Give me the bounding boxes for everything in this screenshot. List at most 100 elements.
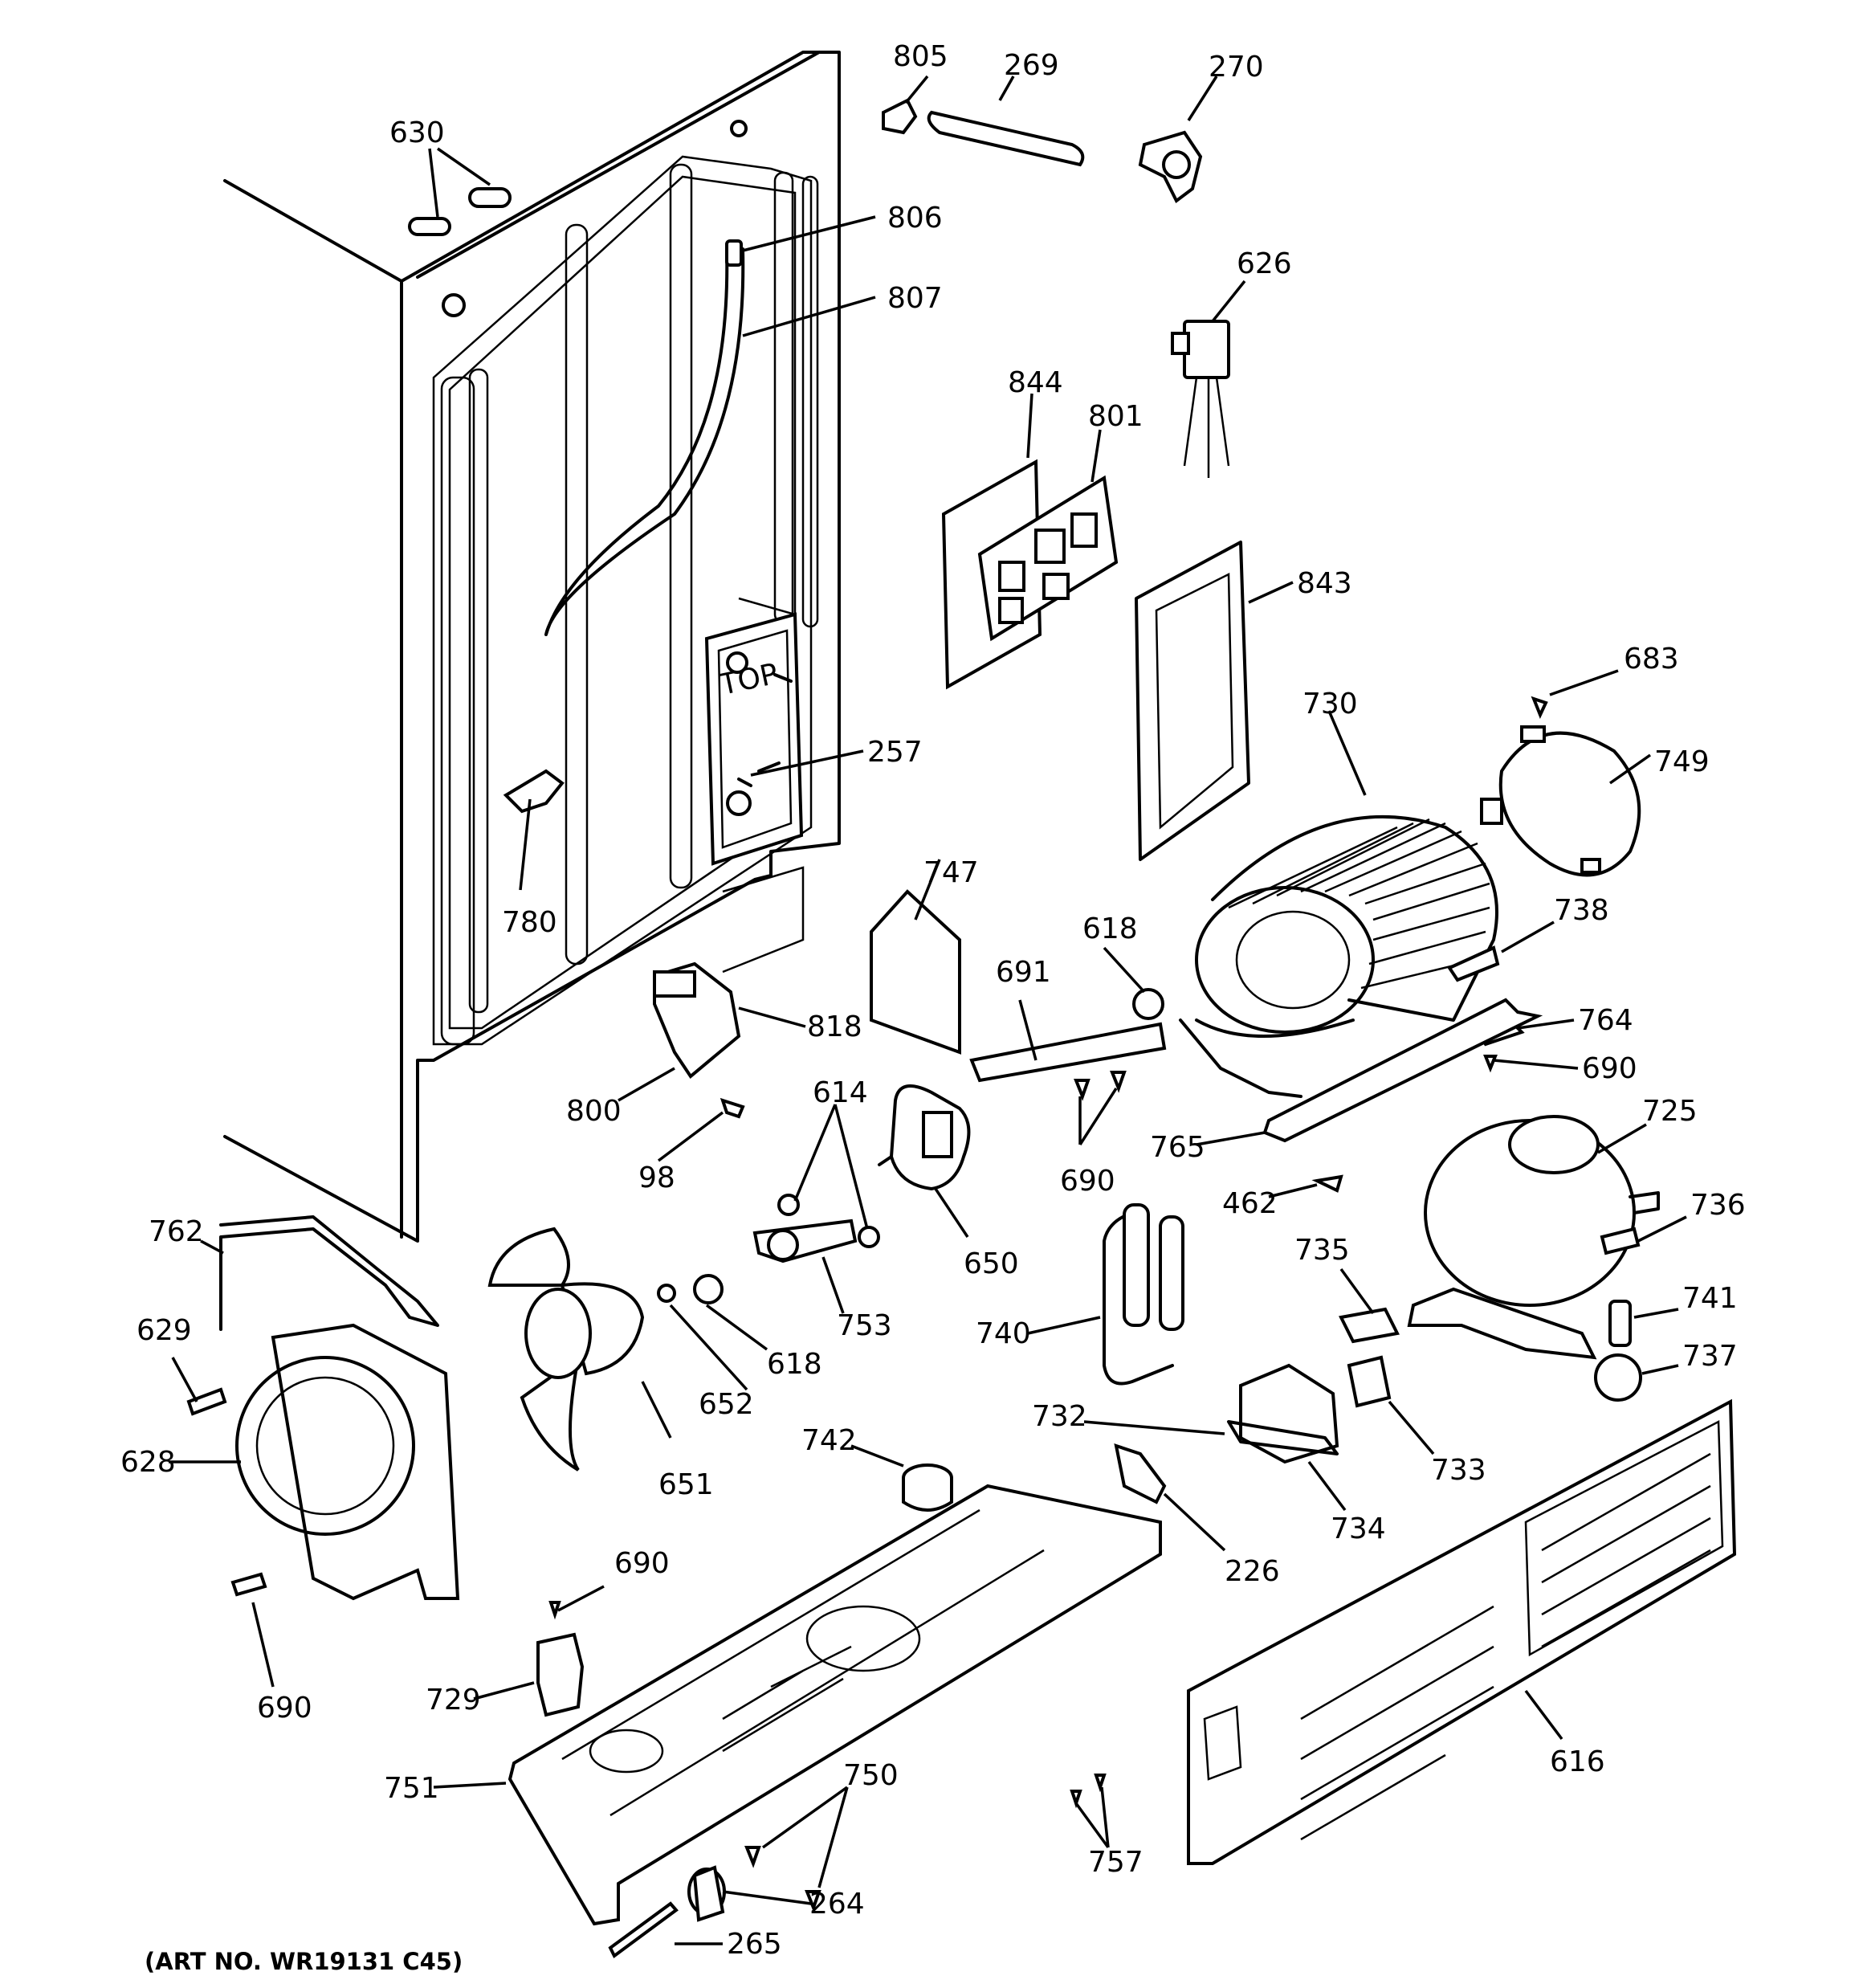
callout-98: 98 — [638, 1161, 675, 1194]
callout-805: 805 — [893, 40, 948, 73]
callout-737: 737 — [1682, 1340, 1738, 1373]
callout-labels: 805 269 270 630 806 807 626 844 801 843 … — [120, 40, 1746, 1961]
control-board-gasket — [1135, 541, 1250, 861]
callout-750: 750 — [843, 1759, 899, 1792]
callout-800: 800 — [566, 1095, 622, 1128]
condenser-end-cover — [1480, 725, 1641, 877]
screw — [548, 1601, 561, 1620]
callout-629: 629 — [137, 1314, 192, 1347]
callout-843: 843 — [1297, 567, 1352, 600]
compressor-grommet — [1594, 1353, 1642, 1402]
callout-691: 691 — [996, 956, 1051, 989]
screw — [186, 1387, 227, 1416]
callout-651: 651 — [658, 1468, 714, 1501]
callout-618: 618 — [767, 1348, 822, 1381]
callout-690: 690 — [257, 1692, 312, 1725]
screw — [1311, 1174, 1343, 1193]
callout-738: 738 — [1554, 894, 1609, 927]
screw — [1074, 1079, 1090, 1101]
control-mounting-plate: TOP — [704, 612, 804, 866]
callout-683: 683 — [1624, 643, 1679, 676]
compressor-relay-assembly — [1227, 1363, 1339, 1464]
callout-747: 747 — [923, 856, 979, 889]
callout-806: 806 — [887, 202, 943, 235]
water-tube — [544, 247, 745, 636]
foam-plug — [687, 1865, 726, 1922]
callout-753: 753 — [837, 1309, 892, 1342]
screw — [720, 1097, 745, 1119]
power-cord — [1171, 320, 1230, 478]
cabinet-plugs — [408, 187, 512, 236]
callout-614: 614 — [813, 1076, 868, 1109]
callout-269: 269 — [1004, 49, 1059, 82]
callout-690: 690 — [614, 1547, 670, 1580]
water-tube-insulation — [927, 110, 1085, 167]
grommet — [777, 1194, 800, 1216]
callout-764: 764 — [1578, 1004, 1633, 1037]
callout-749: 749 — [1654, 745, 1710, 778]
condenser-support — [1262, 998, 1543, 1143]
callout-264: 264 — [809, 1888, 865, 1921]
callout-818: 818 — [807, 1010, 862, 1043]
grommet — [858, 1226, 880, 1248]
fan-motor-bracket — [969, 1022, 1167, 1083]
callout-807: 807 — [887, 282, 943, 315]
callout-630: 630 — [389, 116, 445, 149]
grommet-sleeve — [1608, 1300, 1632, 1347]
start-relay — [1339, 1307, 1400, 1344]
callout-650: 650 — [964, 1247, 1019, 1280]
leader-lines — [169, 75, 1687, 1945]
foam-insulation-block — [870, 889, 961, 1055]
callout-844: 844 — [1008, 366, 1063, 399]
callout-729: 729 — [426, 1684, 481, 1717]
callout-690: 690 — [1060, 1165, 1115, 1198]
wire-tie — [608, 1901, 679, 1959]
wire-clip — [503, 769, 565, 814]
callout-690: 690 — [1582, 1052, 1637, 1085]
callout-652: 652 — [699, 1388, 754, 1421]
condenser-bracket — [1447, 945, 1500, 982]
callout-733: 733 — [1431, 1454, 1486, 1487]
condenser-coil — [1179, 814, 1498, 1098]
callout-265: 265 — [727, 1928, 782, 1961]
callout-626: 626 — [1237, 247, 1292, 280]
callout-618: 618 — [1082, 912, 1138, 945]
fan-shroud — [235, 1323, 460, 1601]
callout-736: 736 — [1690, 1189, 1746, 1222]
callout-780: 780 — [502, 906, 557, 939]
overload-protector — [1347, 1355, 1392, 1408]
screw — [1110, 1071, 1127, 1093]
bracket-ring — [767, 1229, 799, 1261]
condenser-fan-blade — [487, 1227, 645, 1472]
condenser-fan-motor — [878, 1084, 971, 1191]
compressor-clip — [1600, 1227, 1641, 1255]
screw — [1070, 1790, 1082, 1809]
callout-801: 801 — [1088, 400, 1143, 433]
callout-628: 628 — [120, 1446, 176, 1479]
callout-226: 226 — [1225, 1555, 1280, 1588]
callout-742: 742 — [801, 1424, 857, 1457]
screw — [1531, 696, 1548, 720]
screw — [230, 1572, 267, 1597]
rear-access-grille — [1187, 1398, 1737, 1865]
callout-725: 725 — [1642, 1095, 1698, 1128]
tube-clamp — [882, 98, 918, 135]
callout-757: 757 — [1088, 1846, 1143, 1879]
filter-drier — [1103, 1203, 1184, 1386]
callout-257: 257 — [867, 736, 923, 769]
callout-462: 462 — [1222, 1187, 1278, 1220]
fan-nut — [657, 1284, 676, 1303]
callout-735: 735 — [1294, 1234, 1350, 1267]
callout-616: 616 — [1550, 1745, 1605, 1778]
art-number-label: (ART NO. WR19131 C45) — [145, 1948, 463, 1975]
callout-751: 751 — [384, 1772, 439, 1805]
main-control-board — [977, 475, 1119, 642]
callout-765: 765 — [1150, 1131, 1205, 1164]
callout-740: 740 — [976, 1317, 1031, 1350]
callout-730: 730 — [1302, 688, 1358, 720]
screw — [805, 1890, 821, 1912]
callout-741: 741 — [1682, 1282, 1738, 1315]
drain-tube — [219, 1215, 439, 1331]
machine-compartment-base — [508, 1484, 1162, 1926]
screw — [744, 1846, 761, 1868]
